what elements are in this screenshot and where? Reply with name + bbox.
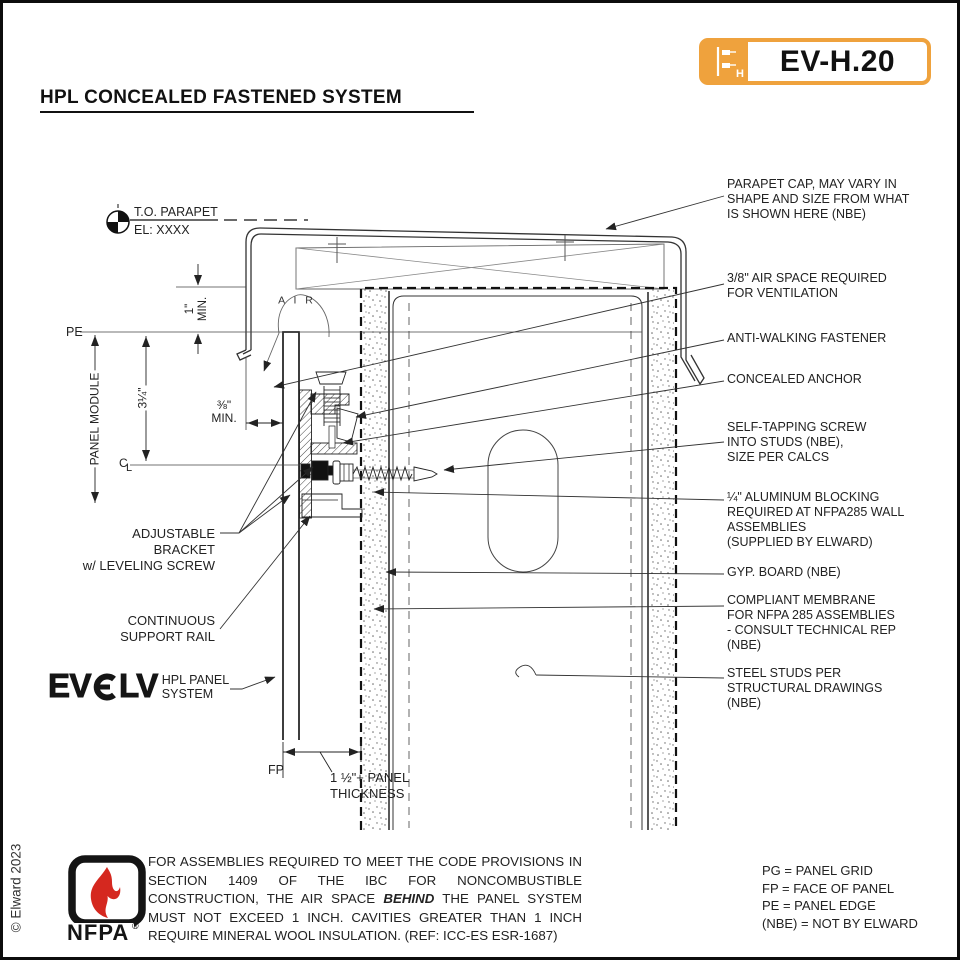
nfpa-logo: NFPA ® <box>64 855 146 945</box>
title-underline <box>40 111 474 113</box>
code-note-bold: BEHIND <box>383 891 435 907</box>
leveling-screw <box>315 371 347 449</box>
detail-thumbnail-icon: H <box>703 42 748 81</box>
legend-fp: FP = FACE OF PANEL <box>762 880 895 896</box>
pe-label: PE <box>66 325 83 339</box>
callout-anti-walking: ANTI-WALKING FASTENER <box>727 331 887 345</box>
adjustable-bracket <box>299 371 438 519</box>
detail-number-badge: H EV-H.20 <box>699 38 931 85</box>
dim-3-8-min: ⅜" MIN. <box>209 398 239 425</box>
self-tapping-screw <box>332 460 438 485</box>
svg-text:H: H <box>736 68 744 80</box>
wall-assembly <box>359 286 678 830</box>
datum-label-line1: T.O. PARAPET <box>134 205 218 219</box>
callout-support-rail: CONTINUOUS SUPPORT RAIL <box>120 613 215 644</box>
callout-gyp-board: GYP. BOARD (NBE) <box>727 565 841 579</box>
datum-target-icon <box>106 204 130 234</box>
evolv-subtitle: HPL PANEL SYSTEM <box>161 673 230 701</box>
dim-1in-min: 1" MIN. <box>184 296 209 322</box>
code-note: FOR ASSEMBLIES REQUIRED TO MEET THE CODE… <box>148 854 582 944</box>
callout-concealed-anchor: CONCEALED ANCHOR <box>727 372 862 386</box>
legend-nbe: (NBE) = NOT BY ELWARD <box>762 915 918 931</box>
mini-detail-icon: H <box>716 47 744 80</box>
datum-label-line2: EL: XXXX <box>134 223 190 237</box>
air-flow-arrow <box>263 294 330 372</box>
legend-pg: PG = PANEL GRID <box>762 863 873 878</box>
gyp-board-right <box>650 289 674 830</box>
stud-track <box>392 295 643 830</box>
left-leaders <box>219 391 317 690</box>
gyp-board-left <box>363 289 387 830</box>
page-title: HPL CONCEALED FASTENED SYSTEM <box>40 87 402 108</box>
svg-text:NFPA: NFPA <box>67 920 129 945</box>
hpl-panel <box>282 331 300 740</box>
stud-punchout <box>487 429 559 573</box>
callout-adjustable-bracket: ADJUSTABLE BRACKET w/ LEVELING SCREW <box>82 526 215 573</box>
copyright-text: © Elward 2023 <box>8 843 24 933</box>
abbreviation-legend: PG = PANEL GRID FP = FACE OF PANEL PE = … <box>762 862 918 932</box>
fp-label: FP <box>268 763 284 777</box>
compliant-membrane <box>359 286 678 830</box>
centerline-symbol: C <box>119 456 128 470</box>
nfpa-flame-icon <box>90 867 121 918</box>
panel-module-dim: PANEL MODULE <box>87 370 102 468</box>
svg-text:®: ® <box>132 921 139 931</box>
parapet-cap <box>236 227 705 386</box>
right-leaders <box>273 195 725 679</box>
evolv-o-icon <box>93 673 116 701</box>
panel-thickness-label: 1 ½"+ PANEL THICKNESS <box>330 770 410 801</box>
air-label: A I R <box>278 294 316 307</box>
stud-squiggle <box>515 664 537 678</box>
dim-3-1-4: 3¼" <box>135 385 150 411</box>
reference-lines <box>80 286 642 466</box>
centerline-symbol-l: L <box>126 462 133 474</box>
detail-code: EV-H.20 <box>779 44 896 78</box>
cap-blocking <box>295 235 665 290</box>
legend-pe: PE = PANEL EDGE <box>762 898 876 913</box>
